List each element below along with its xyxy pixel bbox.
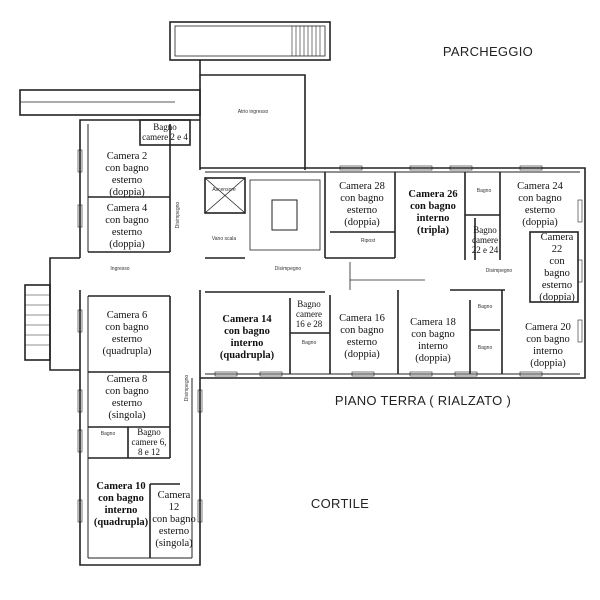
windows <box>77 149 583 523</box>
room-bagno-26: Bagno <box>476 188 492 194</box>
room-bagno-camere-22-24: Bagno camere 22 e 24 <box>471 225 499 255</box>
atrium-wall <box>199 60 306 170</box>
east-block-wall <box>200 167 586 379</box>
room-disimpegno-south: Disimpegno <box>184 374 190 402</box>
room-camera-16: Camera 16 con bagno esterno (doppia) <box>339 313 385 360</box>
room-camera-26: Camera 26 con bagno interno (tripla) <box>408 189 458 236</box>
room-bagno-20: Bagno <box>477 345 493 351</box>
parking-stairs <box>291 26 321 56</box>
entrance-stairs <box>24 284 51 361</box>
room-bagno-camere-6-8-12: Bagno camere 6, 8 e 12 <box>131 427 167 457</box>
top-walkway <box>169 21 331 61</box>
room-disimpegno-central: Disimpegno <box>274 266 302 272</box>
room-camera-14: Camera 14 con bagno interno (quadrupla) <box>219 314 275 361</box>
room-camera-12: Camera 12 con bagno esterno (singola) <box>152 490 196 549</box>
room-bagno-camere-16-28: Bagno camere 16 e 28 <box>295 299 323 329</box>
room-camera-22: Camera 22 con bagno esterno (doppia) <box>539 232 575 303</box>
west-walkway <box>19 89 201 116</box>
room-camera-24: Camera 24 con bagno esterno (doppia) <box>517 181 563 228</box>
room-bagno-10: Bagno <box>100 431 116 437</box>
room-atrio-ingresso: Atrio ingresso <box>237 109 269 115</box>
room-ripostiglio: Ripost <box>360 238 376 244</box>
courtyard-label: CORTILE <box>310 496 370 511</box>
floor-title: PIANO TERRA ( RIALZATO ) <box>334 393 512 408</box>
room-bagno-18: Bagno <box>477 304 493 310</box>
room-camera-20: Camera 20 con bagno interno (doppia) <box>525 322 571 369</box>
room-camera-8: Camera 8 con bagno esterno (singola) <box>105 374 149 421</box>
room-bagno-14: Bagno <box>301 340 317 346</box>
room-camera-4: Camera 4 con bagno esterno (doppia) <box>105 203 149 250</box>
parking-label: PARCHEGGIO <box>442 44 534 59</box>
elevator <box>204 177 246 214</box>
room-camera-28: Camera 28 con bagno esterno (doppia) <box>339 181 385 228</box>
room-camera-2: Camera 2 con bagno esterno (doppia) <box>105 151 149 198</box>
room-ascensore: Ascensore <box>212 187 236 193</box>
room-camera-10: Camera 10 con bagno interno (quadrupla) <box>93 481 149 528</box>
room-bagno-camere-2-4: Bagno camere 2 e 4 <box>142 122 188 142</box>
room-ingresso: Ingresso <box>110 266 130 272</box>
room-disimpegno-east: Disimpegno <box>485 268 513 274</box>
room-camera-6: Camera 6 con bagno esterno (quadrupla) <box>102 310 152 357</box>
room-disimpegno-west: Disimpegno <box>175 201 181 229</box>
staircase <box>249 179 321 251</box>
room-camera-18: Camera 18 con bagno interno (doppia) <box>410 317 456 364</box>
room-vano-scala: Vano scala <box>211 236 237 242</box>
